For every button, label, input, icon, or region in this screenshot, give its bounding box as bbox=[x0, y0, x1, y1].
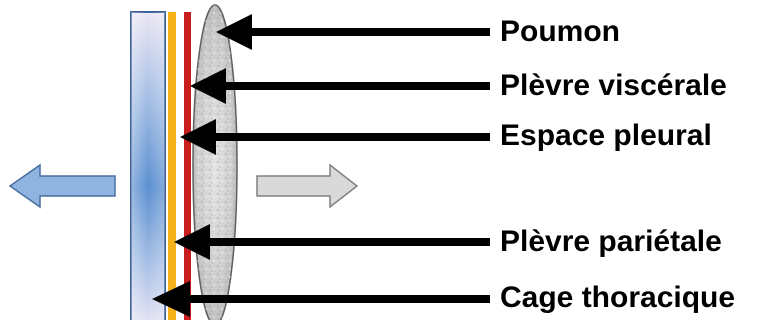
label-espace-pleural: Espace pleural bbox=[500, 119, 712, 152]
left-block-arrow bbox=[8, 163, 116, 209]
arrow-espace-pleural bbox=[180, 119, 490, 155]
arrow-plevre-viscerale bbox=[190, 68, 490, 104]
lung-shape bbox=[192, 4, 238, 320]
parietal-pleura-shape bbox=[168, 12, 176, 320]
rib-cage-shape bbox=[130, 11, 166, 320]
label-cage-thoracique: Cage thoracique bbox=[500, 281, 736, 314]
label-plevre-viscerale: Plèvre viscérale bbox=[500, 69, 727, 102]
arrow-cage-thoracique bbox=[152, 281, 490, 317]
arrow-poumon bbox=[216, 14, 490, 50]
label-plevre-parietale: Plèvre pariétale bbox=[500, 225, 722, 258]
label-arrows bbox=[152, 14, 490, 317]
label-poumon: Poumon bbox=[500, 15, 620, 48]
visceral-pleura-shape bbox=[184, 12, 191, 320]
arrow-plevre-parietale bbox=[174, 224, 490, 260]
right-block-arrow bbox=[256, 163, 359, 209]
